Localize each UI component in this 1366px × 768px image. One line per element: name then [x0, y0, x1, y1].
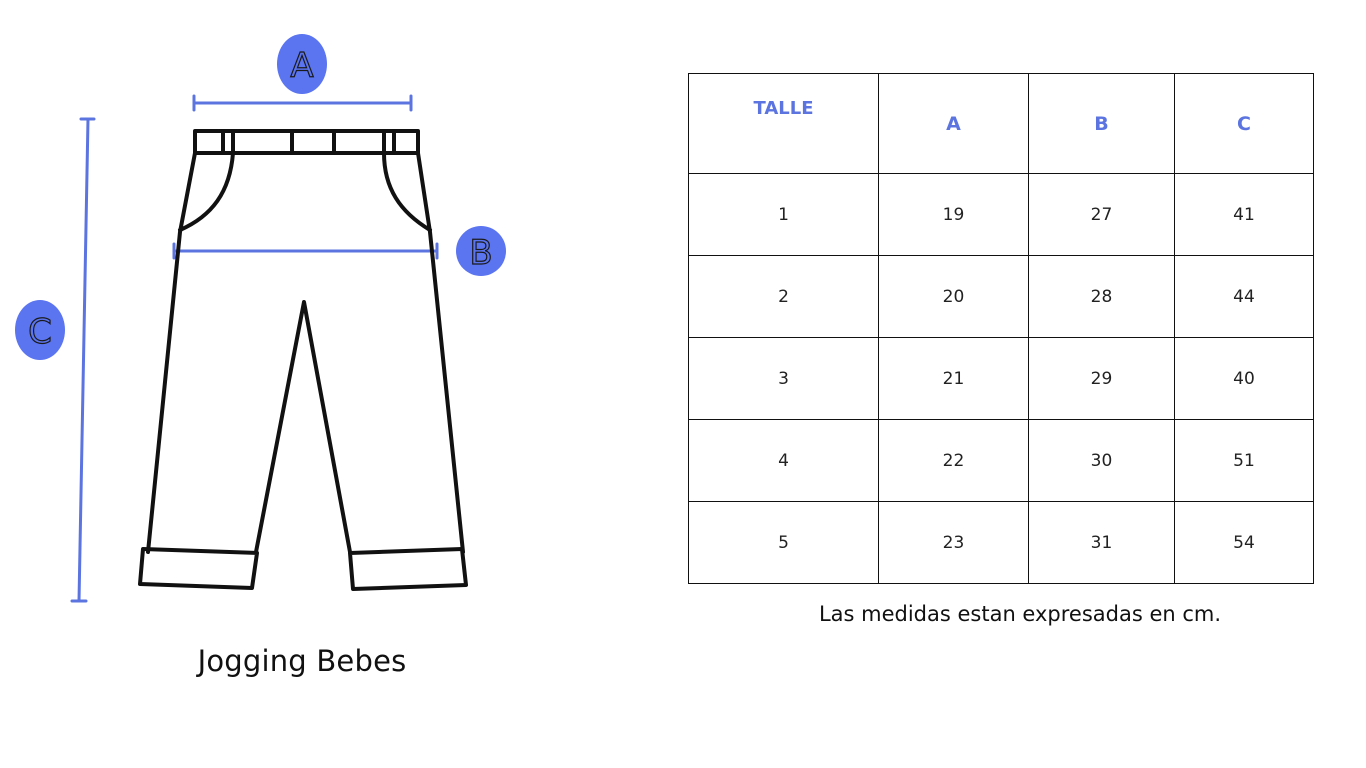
- table-row: 5 23 31 54: [688, 501, 1314, 584]
- badge-c: C: [15, 300, 65, 360]
- cell-c: 40: [1174, 337, 1314, 420]
- pants-outline: [138, 129, 468, 591]
- cell-talle: 3: [688, 337, 879, 420]
- cell-b: 27: [1028, 173, 1175, 256]
- cell-c: 54: [1174, 501, 1314, 584]
- cell-talle: 2: [688, 255, 879, 338]
- cell-talle: 5: [688, 501, 879, 584]
- table-row: 2 20 28 44: [688, 255, 1314, 338]
- badge-c-letter: C: [28, 312, 52, 352]
- header-b: B: [1028, 73, 1175, 174]
- badge-b: B: [456, 226, 506, 276]
- cell-b: 30: [1028, 419, 1175, 502]
- pants-diagram: A B C Jogging Bebes: [0, 0, 560, 768]
- cell-c: 41: [1174, 173, 1314, 256]
- header-talle: TALLE: [688, 73, 879, 174]
- measure-line-a: [192, 94, 413, 112]
- cell-b: 31: [1028, 501, 1175, 584]
- badge-a: A: [277, 34, 327, 94]
- measure-line-b: [172, 242, 439, 260]
- size-table: TALLE A B C 1 19 27 41 2 20 28 44 3 21: [688, 73, 1314, 584]
- cell-talle: 1: [688, 173, 879, 256]
- cell-b: 28: [1028, 255, 1175, 338]
- header-c: C: [1174, 73, 1314, 174]
- header-a: A: [878, 73, 1029, 174]
- badge-a-letter: A: [290, 46, 313, 86]
- cell-c: 44: [1174, 255, 1314, 338]
- cell-a: 23: [878, 501, 1029, 584]
- pants-illustration: A B C: [15, 34, 506, 603]
- cell-a: 22: [878, 419, 1029, 502]
- table-row: 3 21 29 40: [688, 337, 1314, 420]
- product-title: Jogging Bebes: [197, 644, 407, 678]
- table-row: 1 19 27 41: [688, 173, 1314, 256]
- measurement-note: Las medidas estan expresadas en cm.: [818, 602, 1222, 626]
- cell-b: 29: [1028, 337, 1175, 420]
- badge-b-letter: B: [469, 233, 492, 273]
- measure-line-c: [70, 117, 96, 603]
- table-header-row: TALLE A B C: [688, 73, 1314, 174]
- cell-a: 21: [878, 337, 1029, 420]
- cell-a: 19: [878, 173, 1029, 256]
- cell-talle: 4: [688, 419, 879, 502]
- cell-c: 51: [1174, 419, 1314, 502]
- cell-a: 20: [878, 255, 1029, 338]
- table-row: 4 22 30 51: [688, 419, 1314, 502]
